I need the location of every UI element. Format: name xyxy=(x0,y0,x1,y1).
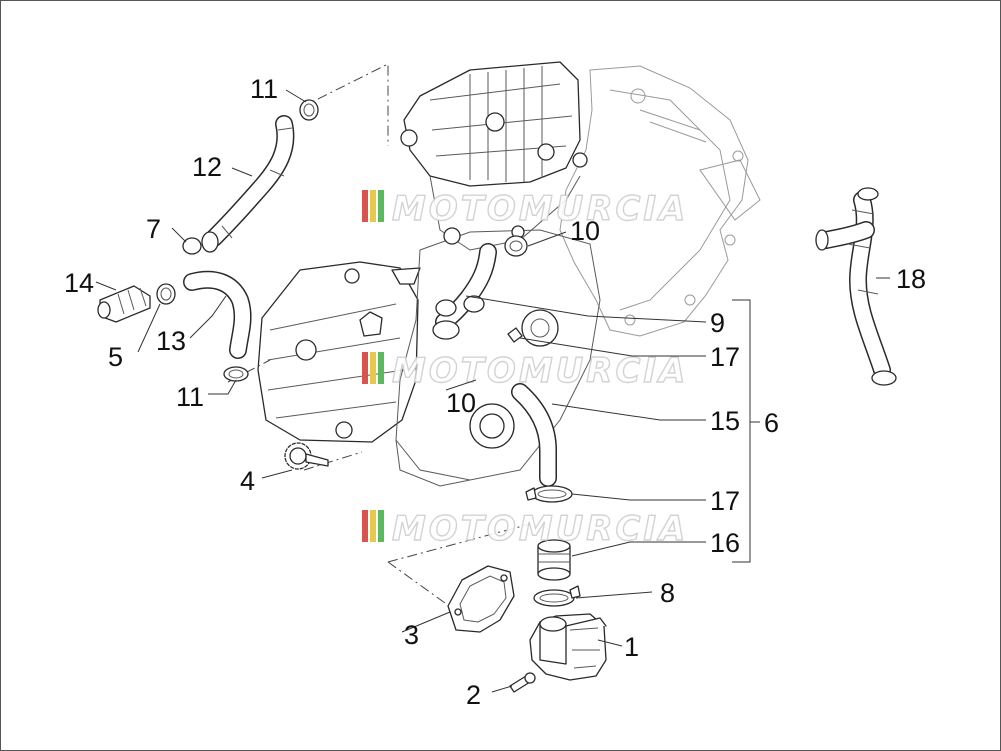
hose-15 xyxy=(511,383,557,487)
callout-10-upper: 10 xyxy=(570,216,600,246)
callout-14: 14 xyxy=(64,268,94,298)
callout-17-lower: 17 xyxy=(710,486,740,516)
leader-lines xyxy=(95,89,890,693)
callout-5: 5 xyxy=(108,342,123,372)
hose-clamp-17-lower xyxy=(525,485,573,503)
hose-13 xyxy=(183,270,252,359)
water-pump-1 xyxy=(529,613,607,681)
callout-11-upper: 11 xyxy=(250,74,278,104)
callout-17-upper: 17 xyxy=(710,342,740,372)
callout-18: 18 xyxy=(896,264,926,294)
callout-10-lower: 10 xyxy=(446,388,476,418)
hose-18 xyxy=(815,187,897,386)
gear-4 xyxy=(284,442,329,470)
pipe-fitting-14 xyxy=(97,285,151,323)
callout-15: 15 xyxy=(710,406,740,436)
hose-clamp-8 xyxy=(533,585,581,607)
svg-text:MOTOMURCIA: MOTOMURCIA xyxy=(392,509,688,549)
callout-16: 16 xyxy=(710,528,740,558)
callout-3: 3 xyxy=(404,620,419,650)
hose-16 xyxy=(537,539,571,581)
svg-text:MOTOMURCIA: MOTOMURCIA xyxy=(392,351,688,391)
svg-text:MOTOMURCIA: MOTOMURCIA xyxy=(392,189,688,229)
watermark-logo-middle: MOTOMURCIA xyxy=(362,350,688,392)
callout-7: 7 xyxy=(146,214,161,244)
callout-13: 13 xyxy=(156,326,186,356)
callout-2: 2 xyxy=(466,680,481,710)
assembly-line-pump xyxy=(387,523,531,609)
crankcase-cover xyxy=(559,65,761,337)
callout-9: 9 xyxy=(710,308,725,338)
hose-clamp-11-lower xyxy=(223,366,249,382)
hose-clamp-10-lower xyxy=(435,299,457,317)
hose-clamp-7 xyxy=(182,231,219,255)
callout-4: 4 xyxy=(240,466,255,496)
bolt-17-upper xyxy=(507,327,523,343)
gasket-3 xyxy=(447,565,515,633)
callout-6: 6 xyxy=(764,408,779,438)
lower-cylinder-head xyxy=(257,261,421,443)
screw-2 xyxy=(509,672,536,693)
upper-cylinder-head xyxy=(400,61,588,251)
hose-9 xyxy=(432,243,497,340)
callout-8: 8 xyxy=(660,578,675,608)
callout-12: 12 xyxy=(192,152,222,182)
watermark-logo-bottom: MOTOMURCIA xyxy=(362,508,688,550)
watermark-logo-top: MOTOMURCIA xyxy=(362,188,688,230)
callout-11-lower: 11 xyxy=(176,382,204,412)
hose-clamp-5 xyxy=(156,283,176,305)
callout-1: 1 xyxy=(624,632,639,662)
hose-clamp-10-upper xyxy=(504,235,528,257)
hose-clamp-11-upper xyxy=(299,99,319,121)
hose-12 xyxy=(205,115,295,247)
